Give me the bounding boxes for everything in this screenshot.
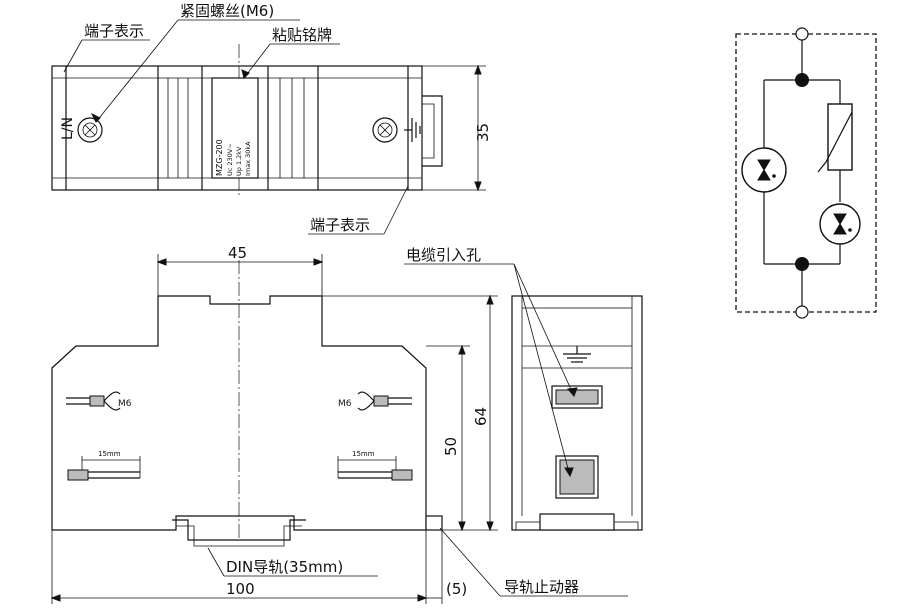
label-terminal-bottom: 端子表示 (310, 216, 370, 234)
handle-outer (422, 95, 443, 167)
strip-left-label: 15mm (98, 450, 121, 458)
ground-icon (404, 118, 421, 142)
label-fix-screw: 紧固螺丝(M6) (180, 2, 274, 20)
right-fix-screw-icon (372, 117, 398, 143)
strip-right-label: 15mm (352, 450, 375, 458)
dim-top-width-45: 45 (228, 244, 247, 262)
dim-total-width-100: 100 (226, 580, 255, 598)
label-cable-hole: 电缆引入孔 (406, 246, 481, 264)
gas-discharge-tube-left-icon (741, 147, 787, 193)
side-ground-icon (563, 346, 591, 363)
nameplate-rating-text: Uc 230V~ (226, 143, 234, 176)
nameplate-up-text: Up 1.2kV (235, 146, 243, 176)
terminal-left-label: M6 (118, 399, 132, 409)
side-clip (539, 513, 615, 531)
din-rail (172, 519, 306, 541)
dim-offset-5: (5) (446, 580, 467, 598)
left-terminal-wire: M6 (66, 391, 132, 411)
circuit-schematic (735, 27, 877, 319)
label-nameplate: 粘贴铭牌 (272, 26, 332, 44)
dim-inner-height-50: 50 (442, 437, 460, 456)
dim-total-height-64: 64 (472, 407, 490, 426)
terminal-top-icon (795, 27, 809, 41)
rail-stopper (425, 515, 443, 531)
top-view: MZG-200 Uc 230V~ Up 1.2kV Imax 30kA (51, 2, 492, 235)
right-terminal-wire: M6 (338, 391, 412, 411)
side-mark-left: L/N (60, 117, 76, 140)
nameplate-model-text: MZG-200 (215, 139, 224, 176)
front-view: M6 M6 15mm 15mm (50, 244, 628, 604)
nameplate-imax-text: Imax 30kA (244, 141, 252, 176)
gas-discharge-tube-right-icon (819, 203, 861, 245)
left-strip-gauge: 15mm (67, 450, 141, 481)
terminal-right-label: M6 (338, 399, 352, 409)
terminal-bottom-icon (795, 305, 809, 319)
right-strip-gauge: 15mm (337, 450, 413, 481)
nameplate (211, 77, 259, 179)
left-fix-screw-icon (77, 117, 103, 143)
side-view: 电缆引入孔 (404, 246, 643, 531)
label-terminal-top: 端子表示 (84, 22, 144, 40)
label-din-rail: DIN导轨(35mm) (226, 558, 343, 576)
handle-inner (422, 103, 435, 159)
varistor-icon (817, 103, 853, 173)
dim-height-35: 35 (474, 123, 492, 142)
label-rail-stopper: 导轨止动器 (504, 578, 579, 596)
